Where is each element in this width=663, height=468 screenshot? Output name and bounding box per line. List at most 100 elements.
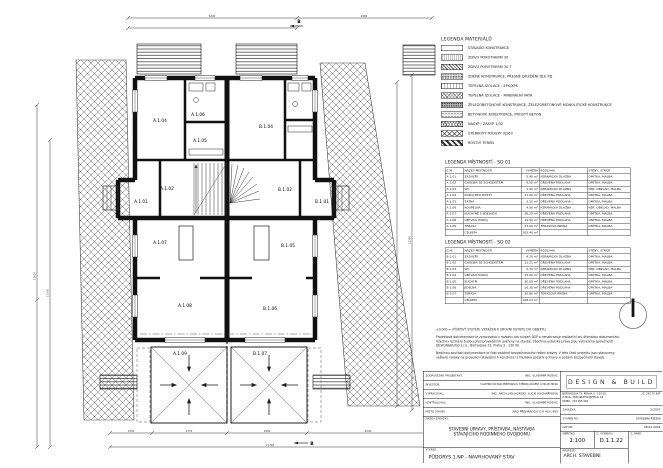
table-header-row: Č.M. NÁZEV MÍSTNOSTI VÝMĚRA PODLAHA STĚN… xyxy=(445,247,631,255)
terrain-hatch-right xyxy=(319,62,421,407)
material-swatch xyxy=(441,121,463,127)
material-label: NÁSYP / ZÁSYP 1/32 xyxy=(468,122,504,126)
materials-legend-row: BETONOVÉ KONSTRUKCE, PROSTÝ BETON xyxy=(441,111,661,118)
company-logo-cell: DESIGN & BUILD xyxy=(560,371,663,392)
svg-text:1550: 1550 xyxy=(128,429,135,433)
date-label: DATUM: xyxy=(562,425,574,429)
material-label: ZDĚNÉ KONSTRUKCE, PŘESNÉ DOZDĚNÍ DLE PD xyxy=(468,74,553,79)
material-swatch xyxy=(441,83,463,89)
side-walkways xyxy=(136,347,322,423)
materials-legend: LEGENDA MATERIÁLŮ STÁVAJÍCÍ KONSTRUKCE Z… xyxy=(441,37,661,151)
dimension-labels: 6230 4980 1550 2770 2950 4540 11798 1262… xyxy=(33,14,412,447)
project-name-value: STAVEBNÍ ÚPRAVY, PŘÍSTAVBA, NÁSTAVBA STÁ… xyxy=(448,426,535,437)
drawing-title-label: VÝKRES: xyxy=(425,448,437,452)
retaining-wall-bands xyxy=(99,43,436,390)
responsible-designer-value: ING. VLADIMÍR POŠVIC xyxy=(525,374,558,378)
table-row: A 1.04 POKOJ PRO HOSTY 11.00 m² DŘEVĚNÁ … xyxy=(445,192,631,199)
material-label: STÁVAJÍCÍ KONSTRUKCE xyxy=(468,46,510,50)
north-arrow xyxy=(619,298,647,329)
investor-label: INVESTOR: xyxy=(425,383,441,387)
svg-text:B.1.01: B.1.01 xyxy=(315,199,329,205)
svg-text:A.1.06: A.1.06 xyxy=(191,112,205,118)
table-row: B 1.01 ZÁDVEŘÍ 4.20 m² KERAMICKÁ DLAŽBA … xyxy=(445,253,631,261)
material-swatch xyxy=(441,111,463,118)
svg-text:B.1.04: B.1.04 xyxy=(259,124,273,130)
company-phone: MOBIL: 724 985 994 xyxy=(562,400,589,403)
checker-cell: KONTROLOVAL: ING. VLADIMÍR POŠVIC xyxy=(423,398,561,408)
svg-text:B.1.05: B.1.05 xyxy=(281,243,295,249)
terrace-b xyxy=(230,346,308,424)
materials-legend-row: NÁSYP / ZÁSYP 1/32 xyxy=(441,121,661,127)
checker-value: ING. VLADIMÍR POŠVIC xyxy=(525,401,558,405)
company-ic: IČ: 242 75 987 xyxy=(642,392,661,396)
material-label: ŽELEZOBETONOVÉ KONSTRUKCE, ŽELEZOBETONOV… xyxy=(468,103,612,107)
svg-text:A.1.02: A.1.02 xyxy=(160,186,174,192)
investor-cell: INVESTOR: VLASTNÍCI RD NAD PŘEHRADOU, ŠT… xyxy=(423,380,561,390)
table-row: A 1.03 WC 1.90 m² KERAMICKÁ DLAŽBA KER. … xyxy=(445,186,631,193)
table-total-row: CELKEM 105.40 m² xyxy=(445,229,631,237)
interior-walls xyxy=(135,78,315,280)
profession-value: ARCH. STAVEBNÍ xyxy=(563,453,601,459)
date-value: 08.02.2024 xyxy=(643,425,661,429)
material-label: TEPELNÁ IZOLACE - MINERÁLNÍ VATA xyxy=(468,93,533,98)
section-marker-bottom: B xyxy=(294,441,314,447)
material-label: BETONOVÉ KONSTRUKCE, PROSTÝ BETON xyxy=(468,112,542,117)
svg-text:B.1.06: B.1.06 xyxy=(263,306,277,312)
svg-text:12620: 12620 xyxy=(33,272,37,281)
table-row: B 1.05 KUCHYŇ 30.00 m² DŘEVĚNÁ PODLAHA O… xyxy=(445,278,631,286)
project-name-cell: NÁZEV ZAKÁZKY: STAVEBNÍ ÚPRAVY, PŘÍSTAVB… xyxy=(423,416,561,448)
fixtures xyxy=(178,82,313,261)
profession-label: PROFESE: xyxy=(562,449,576,453)
svg-text:4980: 4980 xyxy=(361,14,368,18)
material-swatch xyxy=(441,140,463,146)
scale-label: MĚŘÍTKO: xyxy=(562,432,576,436)
responsible-designer-cell: ZODPOVĚDNÝ PROJEKTANT: ING. VLADIMÍR POŠ… xyxy=(423,371,561,381)
drawing-title-value: PŮDORYS 1.NP - NAVRHOVANÝ STAV xyxy=(428,454,515,460)
table-total-row: CELKEM 108.21 m² xyxy=(445,297,631,304)
svg-text:2770: 2770 xyxy=(186,429,193,433)
materials-legend-row: ROSTLÝ TERÉN xyxy=(441,140,661,146)
material-label: TEPELNÁ IZOLACE - EPS/XPS xyxy=(468,84,518,88)
svg-text:A.1.08: A.1.08 xyxy=(178,303,192,309)
author-cell: VYPRACOVAL: ING. ARCH. JAN HORSKÝ, LUCIE… xyxy=(423,389,561,399)
site-label: MÍSTO STAVBY: xyxy=(425,410,446,414)
dimension-lines xyxy=(34,15,435,450)
svg-text:6230: 6230 xyxy=(209,14,216,18)
svg-text:4540: 4540 xyxy=(365,429,372,433)
materials-legend-list: STÁVAJÍCÍ KONSTRUKCE ZDIVO POROTHERM 30 … xyxy=(441,45,661,146)
material-swatch xyxy=(441,92,463,99)
order-cell: ZAKÁZKA: 2/2007 xyxy=(560,405,663,415)
svg-text:A.1.05: A.1.05 xyxy=(193,138,207,144)
note-line: Nedílnou součástí dokumentace je část po… xyxy=(436,351,615,356)
materials-legend-row: ZDĚNÉ KONSTRUKCE, PŘESNÉ DOZDĚNÍ DLE PD xyxy=(441,73,661,80)
stage-label: STUPEŇ PD: xyxy=(562,417,579,421)
svg-text:A.1.04: A.1.04 xyxy=(153,118,167,124)
material-label: ZDIVO POROTHERM 30 T xyxy=(468,65,512,69)
checker-label: KONTROLOVAL: xyxy=(425,401,447,405)
svg-text:2950: 2950 xyxy=(264,429,271,433)
order-label: ZAKÁZKA: xyxy=(562,408,577,412)
scale-value: 1:100 xyxy=(569,436,586,444)
terrace-a xyxy=(150,346,228,424)
svg-text:11330: 11330 xyxy=(46,289,50,298)
room-table-a: LEGENDA MÍSTNOSTÍ - SO 01 Č.M. NÁZEV MÍS… xyxy=(445,160,635,240)
floor-plan: 6230 4980 1550 2770 2950 4540 11798 1262… xyxy=(33,14,436,450)
notes: ±0,000 = VÝŠKOVÝ SYSTÉM, VZTAŽEN K ÚROVN… xyxy=(436,328,663,372)
materials-legend-row: ZDIVO POROTHERM 30 T xyxy=(441,64,661,70)
windows xyxy=(132,75,318,343)
materials-legend-row: ŠTĚRKOVÝ PODSYP 32/63 xyxy=(441,130,661,137)
note-line: Všechny rozměry budou před prováděním ov… xyxy=(436,339,614,344)
materials-legend-row: TEPELNÁ IZOLACE - MINERÁLNÍ VATA xyxy=(441,92,661,99)
material-label: ZDIVO POROTHERM 30 xyxy=(468,55,509,60)
staircase-b xyxy=(229,163,261,204)
note-line: DESIGN&BUILD s.r.o., Bořivojova 73, Prah… xyxy=(436,344,520,348)
material-label: ŠTĚRKOVÝ PODSYP 32/63 xyxy=(468,131,513,136)
table-row: B 1.03 WC 2.70 m² KERAMICKÁ DLAŽBA KER. … xyxy=(445,266,631,273)
stage-cell: STUPEŇ PD: STAVEBNÍ ŘÍZENÍ xyxy=(560,414,663,424)
room-table-a-title: LEGENDA MÍSTNOSTÍ - SO 01 xyxy=(445,160,511,165)
materials-legend-title: LEGENDA MATERIÁLŮ xyxy=(441,37,492,42)
svg-text:B: B xyxy=(297,19,301,25)
copy-number-cell: Č. PARÉ: xyxy=(628,431,663,464)
date-cell: DATUM: 08.02.2024 xyxy=(560,423,663,432)
note-line: veškeré nároky na provedení stavebních k… xyxy=(436,355,606,360)
